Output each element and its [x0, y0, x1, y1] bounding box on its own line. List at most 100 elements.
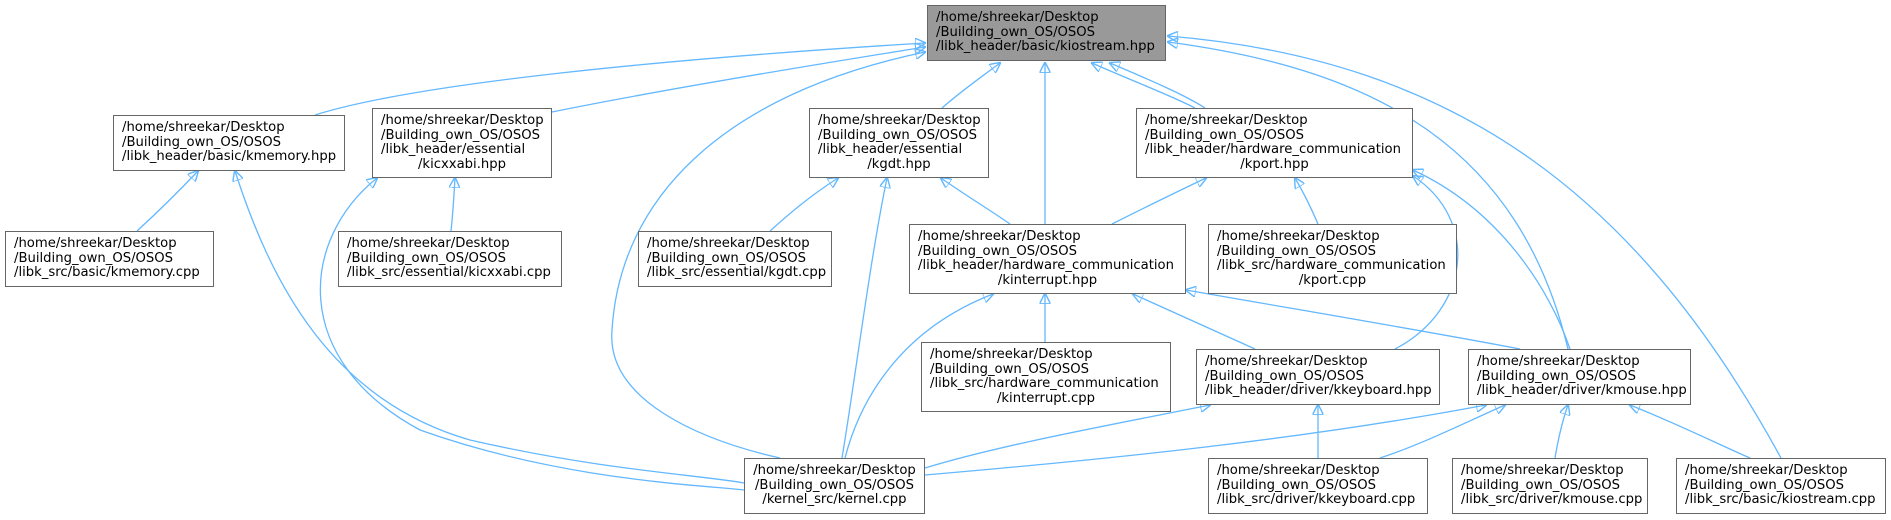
node-kicxxabi-hpp[interactable]: /home/shreekar/Desktop /Building_own_OS/… — [372, 108, 552, 178]
node-line: /Building_own_OS/OSOS — [381, 127, 541, 143]
node-line: /Building_own_OS/OSOS — [1685, 477, 1845, 493]
node-kkeyboard-hpp[interactable]: /home/shreekar/Desktop /Building_own_OS/… — [1196, 349, 1440, 405]
node-line: /libk_header/basic/kiostream.hpp — [936, 39, 1155, 54]
node-kmouse-cpp[interactable]: /home/shreekar/Desktop /Building_own_OS/… — [1452, 458, 1648, 514]
node-line: /kport.hpp — [1240, 156, 1309, 172]
edge-kport-cpp-to-kport-hpp — [1295, 178, 1319, 225]
node-line: /Building_own_OS/OSOS — [936, 24, 1096, 40]
node-line: /Building_own_OS/OSOS — [1145, 127, 1305, 143]
edge-kmouse-cpp-to-kmouse-hpp — [1554, 405, 1568, 459]
node-line: /Building_own_OS/OSOS — [1217, 243, 1377, 259]
node-line: /libk_header/driver/kmouse.hpp — [1477, 383, 1687, 398]
node-line: /home/shreekar/Desktop — [918, 229, 1081, 244]
node-line: /home/shreekar/Desktop — [1477, 354, 1640, 369]
node-line: /Building_own_OS/OSOS — [1205, 368, 1365, 384]
node-line: /kinterrupt.hpp — [997, 272, 1098, 288]
node-kmemory-cpp[interactable]: /home/shreekar/Desktop /Building_own_OS/… — [5, 231, 214, 287]
edge-kmouse-hpp-to-kport-hpp — [1413, 170, 1571, 350]
node-line: /Building_own_OS/OSOS — [14, 250, 174, 266]
node-line: /libk_src/hardware_communication — [930, 376, 1159, 391]
node-line: /libk_src/basic/kmemory.cpp — [14, 265, 200, 280]
node-line: /Building_own_OS/OSOS — [347, 250, 507, 266]
node-kiostream-cpp[interactable]: /home/shreekar/Desktop /Building_own_OS/… — [1676, 458, 1886, 514]
node-line: /libk_src/driver/kmouse.cpp — [1461, 492, 1643, 507]
node-line: /home/shreekar/Desktop — [1461, 463, 1624, 478]
node-line: /Building_own_OS/OSOS — [647, 250, 807, 266]
edge-kernel-cpp-to-kinterrupt-hpp — [844, 294, 993, 459]
node-kmemory-hpp[interactable]: /home/shreekar/Desktop /Building_own_OS/… — [113, 115, 345, 171]
edge-kernel-cpp-to-kmemory-hpp — [235, 171, 745, 484]
node-line: /kicxxabi.hpp — [417, 156, 506, 172]
node-line: /home/shreekar/Desktop — [1685, 463, 1848, 478]
edge-kernel-cpp-to-kgdt-hpp — [841, 178, 887, 459]
node-line: /libk_src/driver/kkeyboard.cpp — [1217, 492, 1416, 507]
node-line: /home/shreekar/Desktop — [753, 463, 916, 478]
node-line: /home/shreekar/Desktop — [122, 120, 285, 135]
node-line: /libk_header/driver/kkeyboard.hpp — [1205, 383, 1432, 398]
node-kgdt-hpp[interactable]: /home/shreekar/Desktop /Building_own_OS/… — [809, 108, 989, 178]
node-line: /home/shreekar/Desktop — [1145, 113, 1308, 128]
edge-kinterrupt-hpp-to-kport-hpp — [1111, 178, 1206, 225]
node-line: /home/shreekar/Desktop — [647, 236, 810, 251]
node-line: /kgdt.hpp — [867, 156, 931, 172]
edge-kport-hpp-to-kiostream-2 — [1110, 63, 1206, 109]
node-line: /libk_src/basic/kiostream.cpp — [1685, 492, 1876, 507]
node-kgdt-cpp[interactable]: /home/shreekar/Desktop /Building_own_OS/… — [638, 231, 832, 287]
node-line: /Building_own_OS/OSOS — [1217, 477, 1377, 493]
node-line: /libk_header/hardware_communication — [1145, 142, 1401, 157]
node-line: /home/shreekar/Desktop — [936, 10, 1099, 25]
edge-kernel-cpp-to-kicxxabi-hpp — [319, 178, 745, 491]
node-kicxxabi-cpp[interactable]: /home/shreekar/Desktop /Building_own_OS/… — [338, 231, 562, 287]
edge-kernel-cpp-to-kiostream — [611, 52, 925, 459]
node-line: /Building_own_OS/OSOS — [930, 361, 1090, 377]
node-line: /libk_src/essential/kicxxabi.cpp — [347, 265, 551, 280]
edge-kkeyboard-hpp-to-kport-hpp — [1394, 176, 1459, 350]
node-line: /libk_header/essential — [818, 142, 963, 157]
node-line: /kport.cpp — [1298, 272, 1367, 288]
node-line: /home/shreekar/Desktop — [1217, 229, 1380, 244]
edge-kicxxabi-hpp-to-kiostream — [551, 47, 925, 113]
node-kmouse-hpp[interactable]: /home/shreekar/Desktop /Building_own_OS/… — [1468, 349, 1691, 405]
node-line: /Building_own_OS/OSOS — [1461, 477, 1621, 493]
node-kiostream-hpp[interactable]: /home/shreekar/Desktop /Building_own_OS/… — [927, 5, 1166, 61]
node-kinterrupt-cpp[interactable]: /home/shreekar/Desktop /Building_own_OS/… — [921, 342, 1171, 412]
edge-kkeyboard-cpp-to-kmouse-hpp — [1379, 405, 1505, 459]
node-line: /libk_header/hardware_communication — [918, 258, 1174, 273]
node-kinterrupt-hpp[interactable]: /home/shreekar/Desktop /Building_own_OS/… — [909, 224, 1186, 294]
node-line: /home/shreekar/Desktop — [347, 236, 510, 251]
node-line: /Building_own_OS/OSOS — [918, 243, 1078, 259]
edge-kmouse-hpp-to-kinterrupt-hpp — [1186, 290, 1521, 350]
edge-kernel-cpp-to-kkeyboard-hpp — [924, 405, 1210, 469]
edge-kiostream-cpp-to-kiostream — [1168, 36, 1782, 459]
edge-kgdt-cpp-to-kgdt-hpp — [769, 178, 838, 232]
edge-kport-hpp-to-kiostream-1 — [1092, 63, 1196, 109]
node-kport-cpp[interactable]: /home/shreekar/Desktop /Building_own_OS/… — [1208, 224, 1457, 294]
edge-kernel-cpp-to-kmouse-hpp — [924, 405, 1486, 476]
edge-kmemory-cpp-to-kmemory-hpp — [136, 171, 198, 232]
node-line: /Building_own_OS/OSOS — [122, 134, 282, 150]
node-line: /kernel_src/kernel.cpp — [762, 492, 907, 507]
node-kport-hpp[interactable]: /home/shreekar/Desktop /Building_own_OS/… — [1136, 108, 1413, 178]
node-kernel-cpp[interactable]: /home/shreekar/Desktop /Building_own_OS/… — [744, 458, 925, 514]
edge-kmemory-hpp-to-kiostream — [314, 43, 925, 116]
node-line: /libk_src/hardware_communication — [1217, 258, 1446, 273]
node-line: /libk_header/essential — [381, 142, 526, 157]
node-line: /Building_own_OS/OSOS — [754, 477, 915, 493]
node-line: /libk_src/essential/kgdt.cpp — [647, 265, 827, 280]
node-line: /home/shreekar/Desktop — [930, 347, 1093, 362]
edge-kiostream-cpp-to-kmouse-hpp — [1630, 405, 1751, 459]
edge-kinterrupt-hpp-to-kgdt-hpp — [941, 178, 1011, 225]
edge-kkeyboard-hpp-to-kinterrupt-hpp — [1133, 294, 1256, 350]
node-line: /home/shreekar/Desktop — [1217, 463, 1380, 478]
node-line: /home/shreekar/Desktop — [818, 113, 981, 128]
edge-kmouse-hpp-to-kiostream — [1168, 42, 1569, 350]
node-line: /libk_header/basic/kmemory.hpp — [122, 149, 337, 164]
node-kkeyboard-cpp[interactable]: /home/shreekar/Desktop /Building_own_OS/… — [1208, 458, 1428, 514]
node-line: /home/shreekar/Desktop — [381, 113, 544, 128]
node-line: /Building_own_OS/OSOS — [1477, 368, 1637, 384]
node-line: /home/shreekar/Desktop — [1205, 354, 1368, 369]
node-line: /kinterrupt.cpp — [996, 390, 1096, 406]
edge-kgdt-hpp-to-kiostream — [941, 63, 1000, 109]
